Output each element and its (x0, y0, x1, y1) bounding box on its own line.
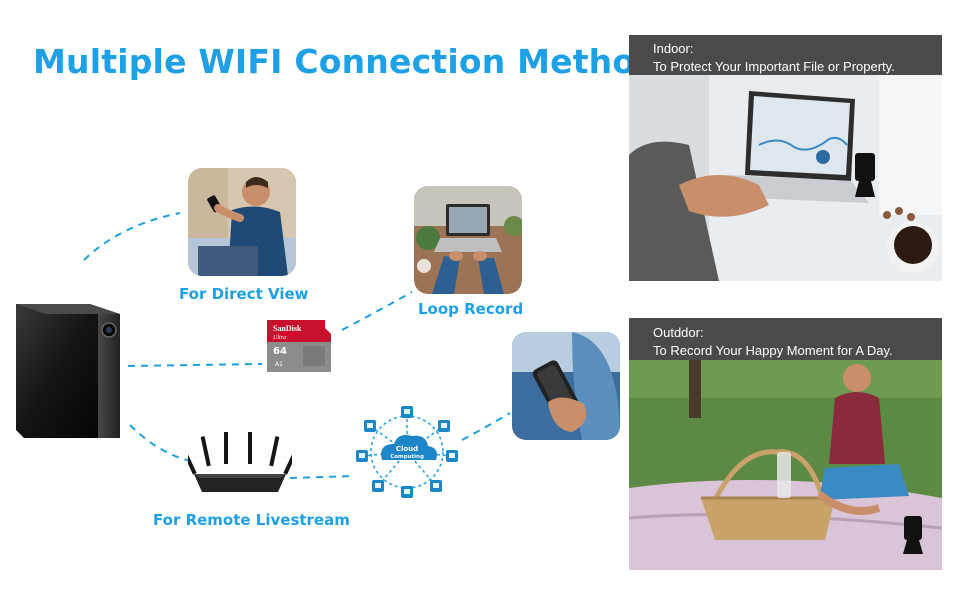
page-title: Multiple WIFI Connection Methods (33, 42, 679, 81)
line-device-to-router (129, 424, 196, 463)
laptop-user-photo (414, 186, 522, 294)
indoor-panel: Indoor: To Protect Your Important File o… (629, 35, 942, 281)
loop-record-label: Loop Record (418, 300, 524, 318)
line-sdcard-to-laptop (341, 291, 413, 331)
cloud-icon (381, 435, 437, 460)
cloud-line2: Computing (390, 454, 424, 460)
outdoor-heading: Outddor: (653, 325, 704, 340)
wifi-router-icon (188, 432, 292, 492)
micro-sd-card: SanDisk Ultra 64 A1 (267, 320, 331, 372)
remote-livestream-label: For Remote Livestream (153, 511, 350, 529)
cloud-network-icon: Cloud Computing (356, 406, 458, 498)
outdoor-panel: Outddor: To Record Your Happy Moment for… (629, 318, 942, 570)
sd-capacity: 64 (273, 346, 287, 357)
indoor-caption: To Protect Your Important File or Proper… (653, 59, 895, 74)
line-device-to-sdcard (127, 363, 263, 367)
cloud-line1: Cloud (396, 445, 418, 453)
indoor-heading: Indoor: (653, 41, 694, 56)
line-device-to-phone (83, 212, 181, 261)
camera-device (16, 304, 120, 438)
outdoor-header: Outddor: To Record Your Happy Moment for… (629, 318, 942, 360)
direct-view-label: For Direct View (179, 285, 309, 303)
phone-hand-photo (512, 332, 620, 440)
sd-class: A1 (275, 361, 283, 368)
line-cloud-to-phone (461, 412, 511, 441)
indoor-header: Indoor: To Protect Your Important File o… (629, 35, 942, 75)
indoor-photo (629, 35, 942, 281)
sd-brand: SanDisk (273, 324, 302, 333)
sd-line: Ultra (273, 335, 286, 341)
outdoor-caption: To Record Your Happy Moment for A Day. (653, 343, 893, 358)
smartphone-user-photo (188, 168, 296, 276)
outdoor-photo (629, 318, 942, 570)
line-router-to-cloud (289, 475, 355, 479)
